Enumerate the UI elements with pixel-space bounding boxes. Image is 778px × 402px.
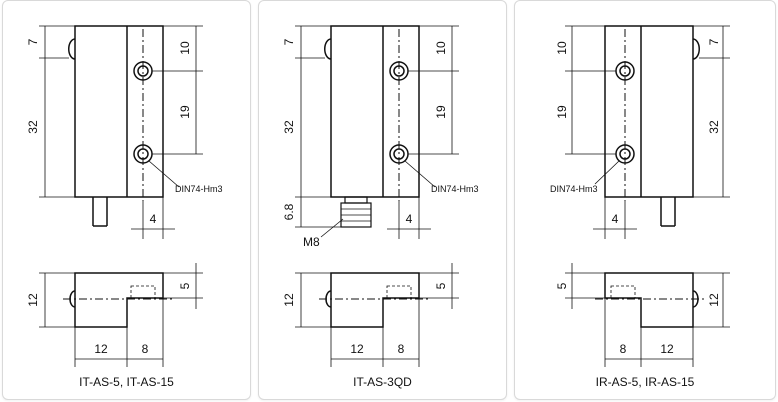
drawing-panel-it-as-5: 7 32 10 19 DIN74-Hm3 4 12 5 12 8 <box>2 0 251 400</box>
dim-label: 4 <box>406 212 413 226</box>
dim-label: 10 <box>555 41 569 55</box>
dim-label: 5 <box>434 282 448 289</box>
top-view: 7 32 6.8 10 19 DIN74-Hm3 4 M8 <box>282 25 479 249</box>
m8-connector <box>340 196 372 228</box>
dim-label: 12 <box>350 342 364 356</box>
dim-label: 32 <box>26 120 40 134</box>
led-bump <box>692 38 700 60</box>
technical-drawing: 7 32 6.8 10 19 DIN74-Hm3 4 M8 12 5 <box>282 25 479 367</box>
dim-label: 7 <box>26 38 40 45</box>
dim-label: 4 <box>150 212 157 226</box>
dim-label: 19 <box>178 105 192 119</box>
dim-label: 8 <box>398 342 405 356</box>
housing-outline <box>604 25 694 198</box>
side-view: 12 5 12 8 <box>26 263 203 367</box>
drawing-panel-it-as-3qd: 7 32 6.8 10 19 DIN74-Hm3 4 M8 12 5 <box>258 0 507 400</box>
side-view: 5 12 8 12 <box>555 263 730 367</box>
housing-outline <box>74 25 164 198</box>
dim-label: 8 <box>620 342 627 356</box>
housing-outline <box>330 25 420 198</box>
dim-label: 6.8 <box>282 203 296 220</box>
dim-label: 12 <box>660 342 674 356</box>
dim-label: 7 <box>282 38 296 45</box>
drawing-panel-ir-as-5: 10 19 7 32 DIN74-Hm3 4 5 12 8 12 <box>514 0 776 400</box>
dim-label: 19 <box>555 105 569 119</box>
thread-label: M8 <box>303 235 320 249</box>
dim-label: 10 <box>178 41 192 55</box>
model-caption: IT-AS-3QD <box>353 375 412 389</box>
dim-label: 7 <box>707 38 721 45</box>
side-outline <box>74 272 164 328</box>
dim-label: 8 <box>142 342 149 356</box>
dim-label: 5 <box>178 282 192 289</box>
side-view: 12 5 12 8 <box>282 263 459 367</box>
dim-label: 32 <box>282 120 296 134</box>
model-caption: IR-AS-5, IR-AS-15 <box>595 375 695 389</box>
model-caption: IT-AS-5, IT-AS-15 <box>79 375 174 389</box>
hole-spec-note: DIN74-Hm3 <box>431 184 479 194</box>
dim-label: 12 <box>94 342 108 356</box>
technical-drawing: 10 19 7 32 DIN74-Hm3 4 5 12 8 12 <box>550 25 730 367</box>
dim-label: 12 <box>26 293 40 307</box>
dim-label: 5 <box>555 282 569 289</box>
dim-label: 12 <box>707 293 721 307</box>
dim-label: 12 <box>282 293 296 307</box>
hole-spec-note: DIN74-Hm3 <box>175 184 223 194</box>
top-view: 7 32 10 19 DIN74-Hm3 4 <box>26 25 223 239</box>
top-view: 10 19 7 32 DIN74-Hm3 4 <box>550 25 730 239</box>
dim-label: 4 <box>612 212 619 226</box>
dim-label: 19 <box>434 105 448 119</box>
dim-label: 10 <box>434 41 448 55</box>
led-bump <box>68 38 76 60</box>
led-bump <box>324 38 332 60</box>
technical-drawing: 7 32 10 19 DIN74-Hm3 4 12 5 12 8 <box>26 25 223 367</box>
dim-label: 32 <box>707 120 721 134</box>
hole-spec-note: DIN74-Hm3 <box>550 184 598 194</box>
